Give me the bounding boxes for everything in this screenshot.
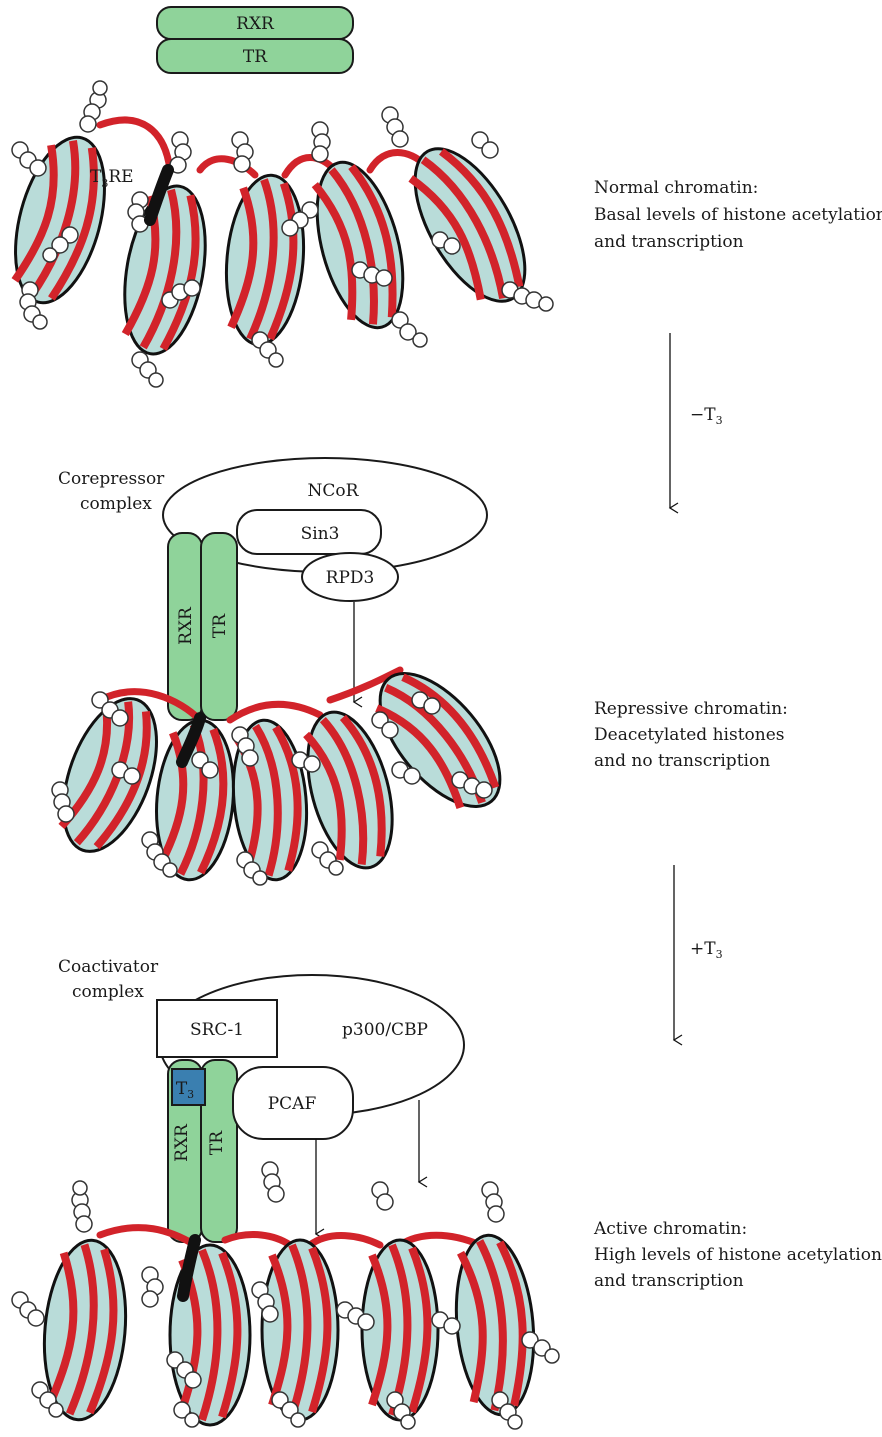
caption-active: Active chromatin: High levels of histone… (593, 1219, 882, 1291)
corepressor-label-line1: Corepressor (58, 469, 165, 489)
caption-normal: Normal chromatin: Basal levels of histon… (594, 178, 882, 252)
nucleosome (113, 180, 217, 361)
caption-repressive: Repressive chromatin: Deacetylated histo… (594, 699, 788, 771)
nucleosome-array-active (12, 1162, 559, 1429)
nucleosome-array-repressive (45, 653, 522, 885)
rxr-label: RXR (236, 14, 275, 34)
sin3-label: Sin3 (301, 524, 340, 544)
nucleosome (262, 1240, 338, 1420)
tr-label: TR (210, 613, 230, 638)
src1-label: SRC-1 (190, 1020, 244, 1040)
plus-t3-label: +T3 (690, 939, 723, 961)
tr-label: TR (243, 47, 268, 67)
tr-label: TR (207, 1130, 227, 1155)
p300-cbp-label: p300/CBP (342, 1020, 428, 1040)
receptor-dimer-horizontal: RXR TR (157, 7, 353, 73)
nucleosome-array-normal: T3RE (0, 81, 553, 387)
panel-repressive: Corepressor complex NCoR Sin3 RPD3 RXR T… (45, 458, 788, 885)
nucleosome (449, 1232, 540, 1418)
panel-normal: RXR TR (0, 7, 882, 387)
caption-repressive-line2: Deacetylated histones (594, 725, 785, 745)
caption-active-line2: High levels of histone acetylation (594, 1245, 882, 1265)
coactivator-label-line1: Coactivator (58, 957, 159, 977)
caption-repressive-line1: Repressive chromatin: (594, 699, 788, 719)
caption-active-line1: Active chromatin: (593, 1219, 747, 1239)
nucleosome (220, 172, 311, 348)
minus-t3-label: −T3 (690, 405, 723, 427)
nucleosome (301, 153, 418, 337)
rxr-label: RXR (172, 1123, 192, 1162)
panel-active: Coactivator complex p300/CBP SRC-1 RXR T… (12, 957, 882, 1429)
transition-minus-t3: −T3 (670, 333, 723, 508)
rxr-label: RXR (176, 606, 196, 645)
t3re-label: T3RE (90, 167, 134, 190)
caption-normal-line1: Normal chromatin: (594, 178, 758, 198)
caption-active-line3: and transcription (594, 1271, 744, 1291)
pcaf-label: PCAF (268, 1094, 317, 1114)
ncor-label: NCoR (308, 481, 360, 501)
caption-normal-line2: Basal levels of histone acetylation (594, 205, 882, 225)
corepressor-label-line2: complex (80, 494, 152, 514)
transition-plus-t3: +T3 (674, 865, 723, 1040)
coactivator-label-line2: complex (72, 982, 144, 1002)
rpd3-label: RPD3 (326, 568, 375, 588)
caption-normal-line3: and transcription (594, 232, 744, 252)
caption-repressive-line3: and no transcription (594, 751, 770, 771)
